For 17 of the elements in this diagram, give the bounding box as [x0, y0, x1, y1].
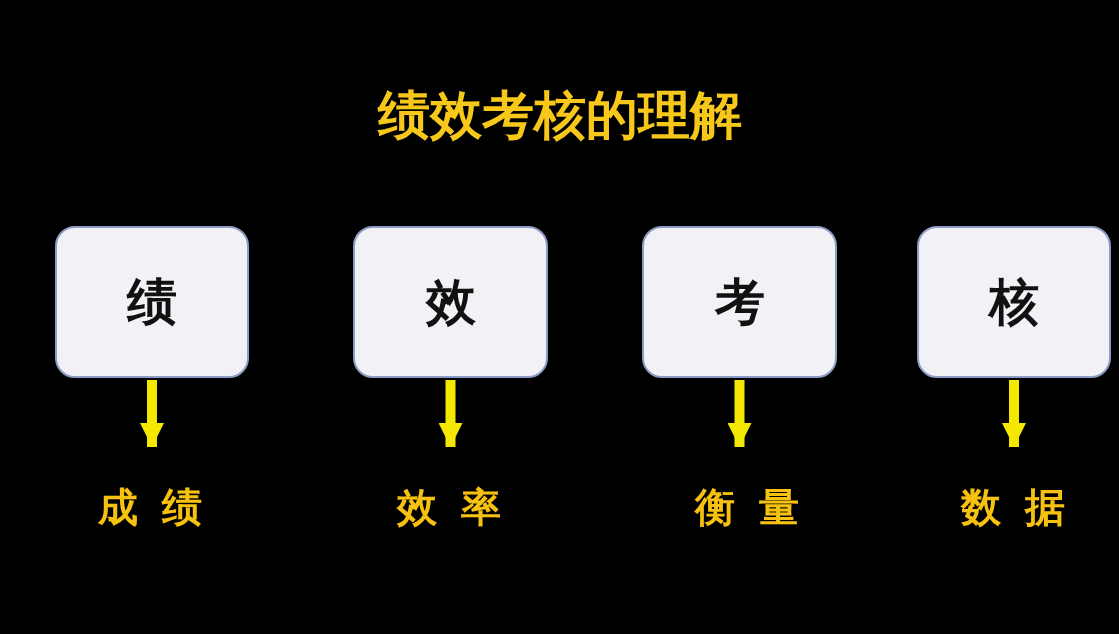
down-arrow	[140, 380, 164, 447]
meaning-label: 衡量	[695, 483, 823, 531]
down-arrow	[727, 380, 752, 447]
character-label: 绩	[127, 272, 177, 332]
meaning-label: 效率	[397, 483, 525, 531]
concept-box	[642, 226, 837, 378]
character-label: 效	[425, 272, 476, 332]
concept-box	[55, 226, 249, 378]
concept-box	[917, 226, 1111, 378]
meaning-label: 成绩	[98, 483, 226, 531]
down-arrow	[438, 380, 463, 447]
concept-box	[353, 226, 548, 378]
title: 绩效考核的理解	[376, 84, 743, 147]
character-label: 考	[714, 272, 765, 332]
character-label: 核	[989, 272, 1039, 332]
meaning-label: 数据	[961, 483, 1089, 531]
down-arrow	[1002, 380, 1026, 447]
